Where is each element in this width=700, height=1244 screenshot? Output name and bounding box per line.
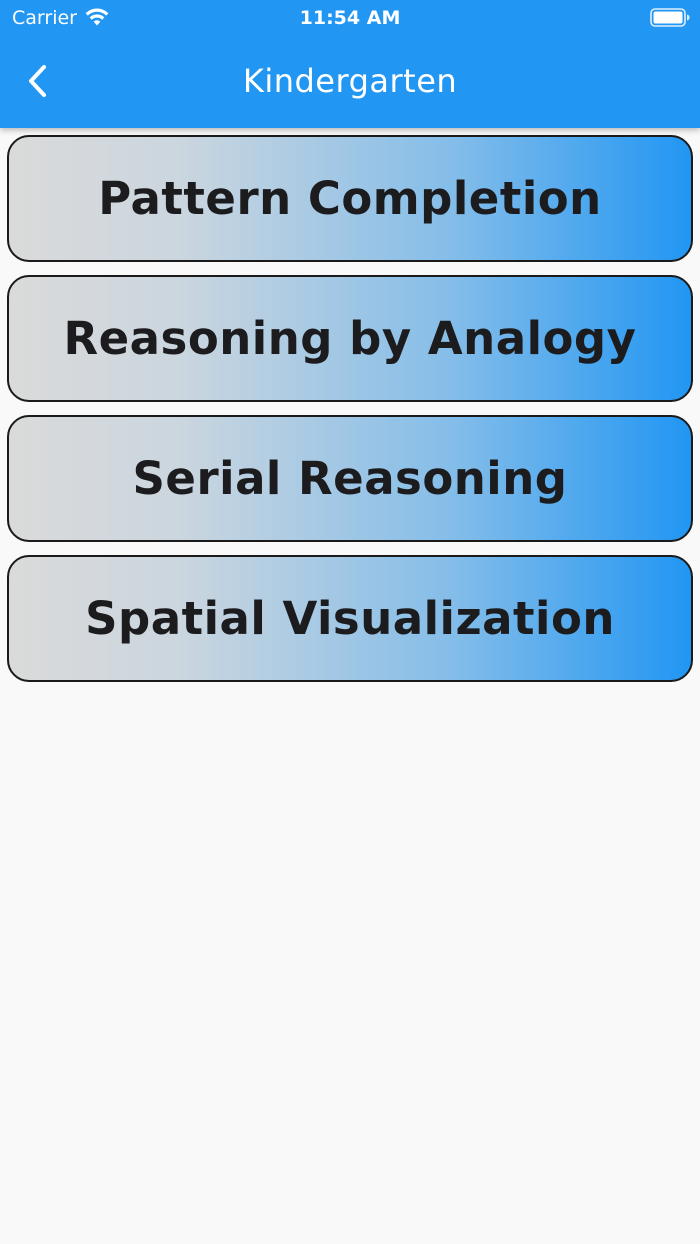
page-title: Kindergarten	[242, 62, 458, 100]
battery-icon	[650, 8, 690, 27]
spatial-visualization-button[interactable]: Spatial Visualization	[7, 555, 693, 682]
spatial-visualization-label: Spatial Visualization	[85, 592, 615, 645]
reasoning-by-analogy-button[interactable]: Reasoning by Analogy	[7, 275, 693, 402]
carrier-label: Carrier	[12, 7, 77, 29]
chevron-left-icon	[29, 65, 46, 97]
pattern-completion-button[interactable]: Pattern Completion	[7, 135, 693, 262]
status-time: 11:54 AM	[299, 7, 401, 29]
navigation-bar: Kindergarten	[0, 36, 700, 128]
topic-list: Pattern Completion Reasoning by Analogy …	[7, 135, 693, 695]
back-button[interactable]	[16, 56, 60, 106]
wifi-icon	[85, 8, 109, 26]
serial-reasoning-label: Serial Reasoning	[132, 452, 568, 505]
app-bar: Carrier 11:54 AM Kindergarten	[0, 0, 700, 128]
serial-reasoning-button[interactable]: Serial Reasoning	[7, 415, 693, 542]
pattern-completion-label: Pattern Completion	[98, 172, 602, 225]
reasoning-by-analogy-label: Reasoning by Analogy	[63, 312, 637, 365]
status-bar: Carrier 11:54 AM	[0, 0, 700, 36]
